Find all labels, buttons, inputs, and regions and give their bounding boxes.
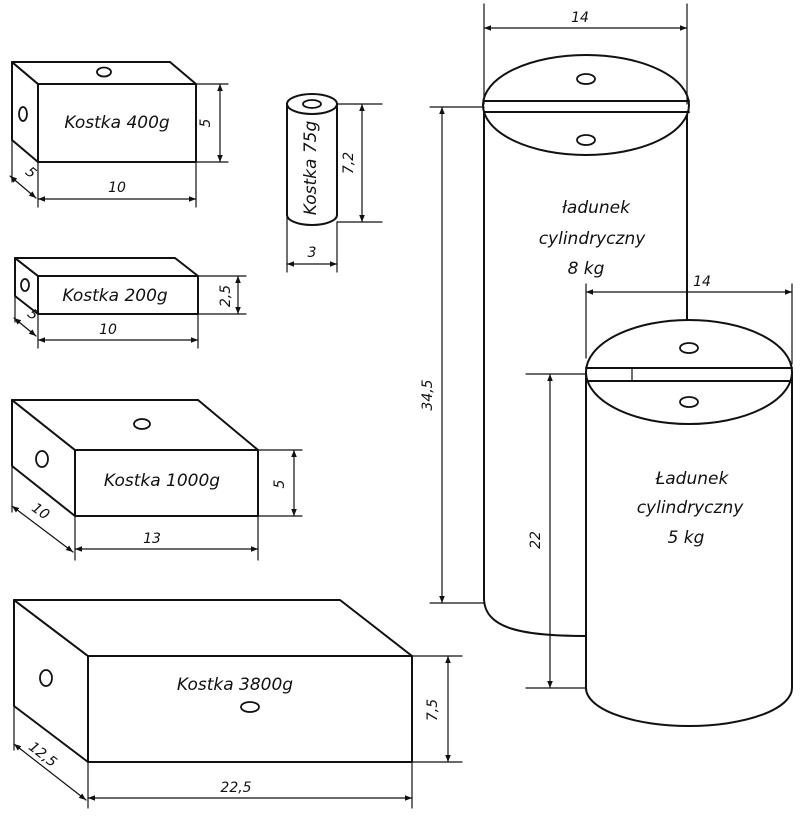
weight-1000g-length-value: 13 [143,531,161,547]
weight-400g-label: Kostka 400g [64,113,170,133]
weight-75g-height-value: 7,2 [341,152,357,174]
weight-400g-height-value: 5 [198,118,214,127]
weight-75g: Kostka 75g 7,2 3 [286,93,383,273]
weight-1000g-depth-dim-line [11,505,74,553]
cylinder-8kg-top-hole-2 [576,134,596,146]
weight-200g-side-hole [20,278,30,292]
cylinder-8kg-height-value: 34,5 [420,379,436,410]
weight-400g-top-hole [96,66,112,78]
weight-3800g-depth-dim-line [13,743,87,801]
weight-200g: Kostka 200g 2,5 10 5 [13,257,247,349]
weight-200g-front-face [37,275,199,315]
weight-400g-front-face [37,83,197,163]
weight-1000g-height-value: 5 [272,479,288,488]
weight-75g-diameter-value: 3 [308,245,317,261]
weight-75g-top-hole [302,99,322,109]
cylinder-5kg-body [585,371,793,727]
cylinder-5kg-label-line1: Ładunek [655,469,730,489]
cylinder-8kg-label-line2: cylindryczny [539,229,647,249]
weight-3800g-side-hole [39,669,53,687]
cylinder-5kg-label-line3: 5 kg [668,528,705,548]
cylinder-5kg-label-line2: cylindryczny [637,498,745,518]
weight-75g-label: Kostka 75g [301,121,321,216]
cylinder-8kg-label-line3: 8 kg [568,259,605,279]
cylinder-5kg-top-hole-1 [679,342,699,354]
cylinder-5kg-height-value: 22 [528,531,544,549]
cylinder-5kg-top-hole-2 [679,396,699,408]
weight-400g: Kostka 400g 5 10 5 [9,61,229,208]
weight-1000g: Kostka 1000g 5 13 10 [11,399,303,561]
weight-3800g-height-value: 7,5 [425,699,441,721]
weight-75g-body [286,103,338,226]
weight-400g-side-hole [18,106,28,122]
cylinder-5kg-diameter-value: 14 [693,274,711,290]
cylinder-8kg-diameter-value: 14 [571,10,589,26]
weight-400g-length-value: 10 [108,180,126,196]
weight-1000g-label: Kostka 1000g [104,471,220,491]
cylinder-8kg-top-hole-1 [576,73,596,85]
weight-3800g: Kostka 3800g 7,5 22,5 12,5 [13,599,463,809]
weight-1000g-front-face [74,449,259,517]
cylinder-5kg-top [585,319,793,425]
weight-3800g-length-value: 22,5 [220,780,251,796]
weight-200g-height-value: 2,5 [218,285,234,307]
weight-3800g-front-hole [240,701,260,713]
weight-400g-depth-dim-line [9,175,37,199]
weight-200g-depth-dim-line [13,317,37,337]
weight-200g-label: Kostka 200g [62,286,168,306]
weight-400g-depth-value: 5 [22,164,39,182]
cylinder-8kg-label-line1: ładunek [562,198,631,218]
weight-1000g-top-hole [133,418,151,430]
weight-1000g-depth-value: 10 [28,500,52,523]
cylinder-8kg-top [482,54,690,156]
weight-1000g-side-hole [35,450,49,468]
weight-200g-length-value: 10 [99,322,117,338]
weight-3800g-label: Kostka 3800g [177,675,293,695]
cylindrical-load-5kg: Ładunek cylindryczny 5 kg 14 22 [525,253,793,727]
weight-200g-top-face [14,257,199,277]
